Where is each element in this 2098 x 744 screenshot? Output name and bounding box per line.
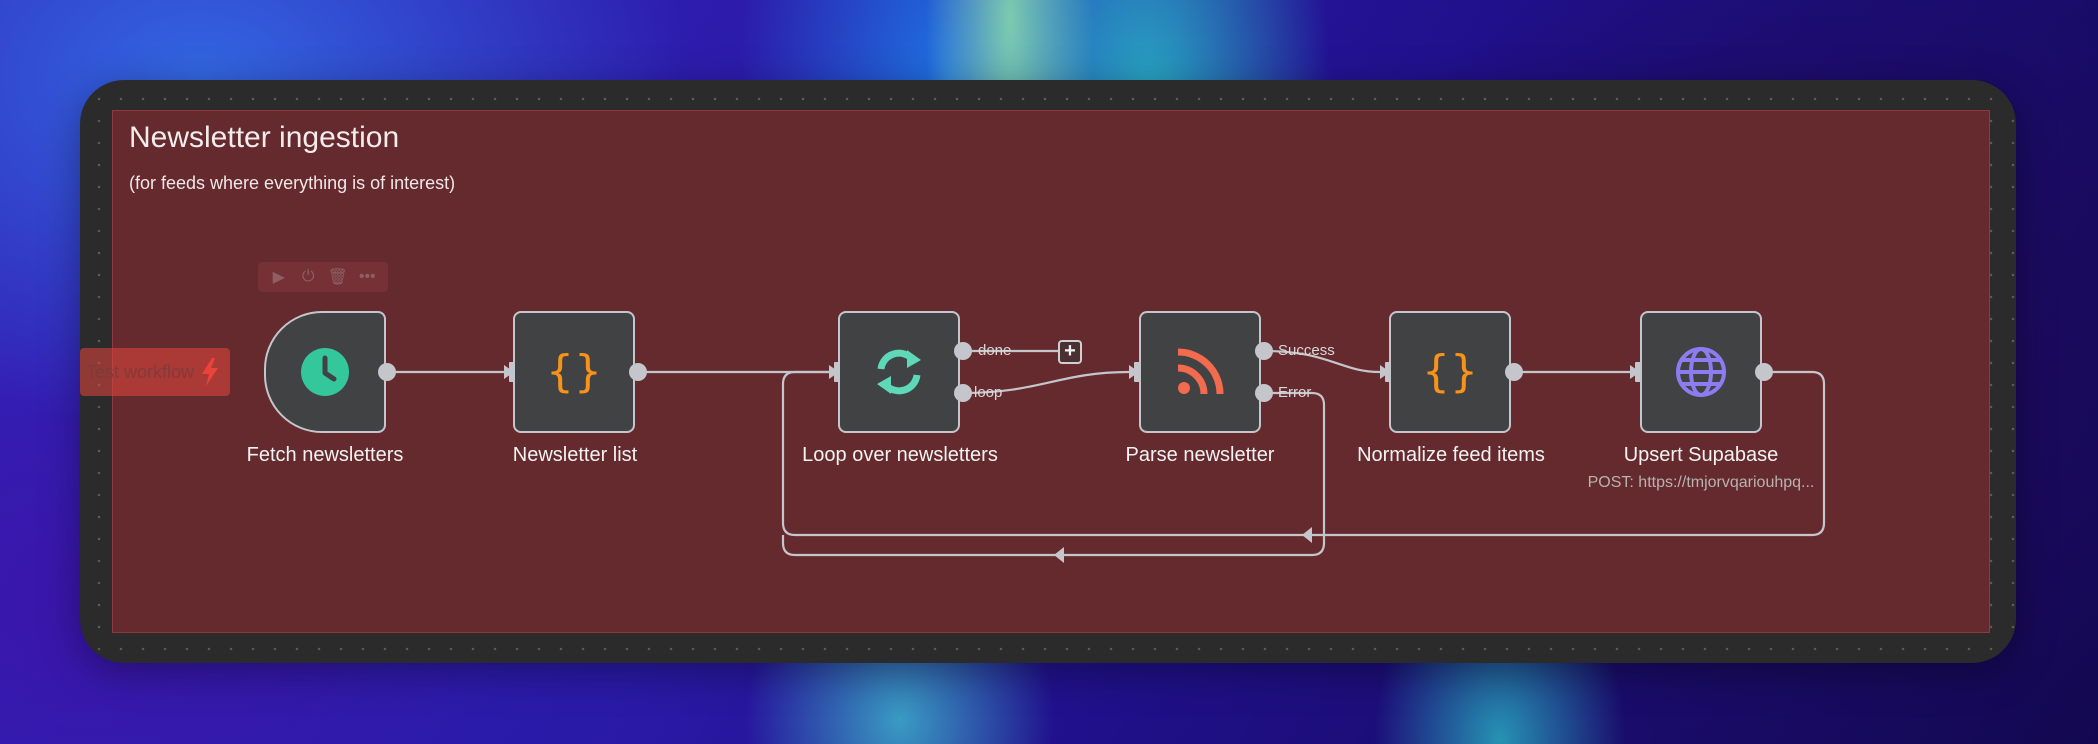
output-handle-loop[interactable] xyxy=(954,384,972,402)
output-handle-success[interactable] xyxy=(1255,342,1273,360)
clock-icon xyxy=(301,348,349,396)
braces-icon: {} xyxy=(546,346,602,397)
more-icon[interactable]: ••• xyxy=(358,268,376,285)
node-loop-over-newsletters[interactable] xyxy=(838,311,960,433)
output-handle[interactable] xyxy=(1755,363,1773,381)
node-label: Upsert Supabase xyxy=(1623,444,1779,466)
edge-label-done: done xyxy=(978,342,1012,359)
node-label: Normalize feed items xyxy=(1357,444,1545,466)
node-fetch-newsletters[interactable] xyxy=(264,311,386,433)
node-label: Parse newsletter xyxy=(1125,444,1275,466)
node-label: Fetch newsletters xyxy=(246,444,404,466)
node-label: Loop over newsletters xyxy=(802,444,998,466)
node-label: Newsletter list xyxy=(512,444,638,466)
output-handle[interactable] xyxy=(1505,363,1523,381)
play-icon[interactable]: ▶ xyxy=(272,269,285,286)
output-handle-done[interactable] xyxy=(954,342,972,360)
input-handle[interactable] xyxy=(1635,362,1643,382)
test-workflow-label: Test workflow xyxy=(86,361,195,382)
output-handle[interactable] xyxy=(378,363,396,381)
rss-icon xyxy=(1177,348,1224,395)
loop-icon xyxy=(877,349,921,395)
edge-label-error: Error xyxy=(1278,384,1312,401)
add-node-button[interactable]: + xyxy=(1058,340,1082,364)
globe-icon xyxy=(1676,347,1726,397)
node-toolbar: ▶ ⏻ 🗑 ••• xyxy=(258,262,388,292)
svg-text:{}: {} xyxy=(1422,346,1478,397)
node-upsert-supabase[interactable] xyxy=(1640,311,1762,433)
sticky-title: Newsletter ingestion xyxy=(129,121,400,154)
power-icon[interactable]: ⏻ xyxy=(301,268,315,285)
output-handle-error[interactable] xyxy=(1255,384,1273,402)
node-newsletter-list[interactable]: {} xyxy=(513,311,635,433)
braces-icon: {} xyxy=(1422,346,1478,397)
output-handle[interactable] xyxy=(629,363,647,381)
lightning-icon xyxy=(202,358,219,386)
svg-text:{}: {} xyxy=(546,346,602,397)
node-subtitle: POST: https://tmjorvqariouhpq... xyxy=(1587,474,1815,491)
trash-icon[interactable]: 🗑 xyxy=(327,269,348,286)
node-normalize-feed-items[interactable]: {} xyxy=(1389,311,1511,433)
node-parse-newsletter[interactable] xyxy=(1139,311,1261,433)
input-handle[interactable] xyxy=(1134,362,1142,382)
edge-label-success: Success xyxy=(1278,342,1335,359)
test-workflow-button[interactable]: Test workflow xyxy=(80,348,230,396)
sticky-subtitle: (for feeds where everything is of intere… xyxy=(129,173,456,193)
edge-label-loop: loop xyxy=(974,384,1003,401)
